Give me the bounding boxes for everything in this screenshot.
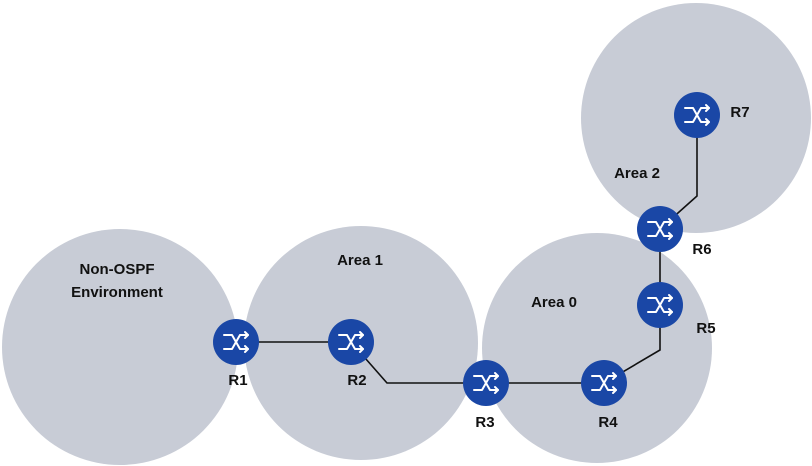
router-r7-label: R7 xyxy=(730,104,749,121)
router-r4-label: R4 xyxy=(598,414,618,431)
area-0-circle xyxy=(482,233,712,463)
area-0-label: Area 0 xyxy=(531,294,577,311)
router-switch-icon xyxy=(473,372,499,394)
router-r2[interactable] xyxy=(328,319,374,365)
router-r7[interactable] xyxy=(674,92,720,138)
area-1-label: Area 1 xyxy=(337,252,383,269)
router-r5-label: R5 xyxy=(696,320,715,337)
router-switch-icon xyxy=(647,294,673,316)
area-non-ospf-circle xyxy=(2,229,238,465)
router-r3[interactable] xyxy=(463,360,509,406)
router-switch-icon xyxy=(591,372,617,394)
area-non-ospf-label-line-2: Environment xyxy=(71,284,163,301)
router-r2-label: R2 xyxy=(347,372,366,389)
router-r4[interactable] xyxy=(581,360,627,406)
router-r5[interactable] xyxy=(637,282,683,328)
area-non-ospf-label-line-1: Non-OSPF xyxy=(80,261,155,278)
router-switch-icon xyxy=(223,331,249,353)
area-2-label: Area 2 xyxy=(614,165,660,182)
router-r6[interactable] xyxy=(637,206,683,252)
router-switch-icon xyxy=(684,104,710,126)
router-r1[interactable] xyxy=(213,319,259,365)
router-r1-label: R1 xyxy=(228,372,247,389)
router-r3-label: R3 xyxy=(475,414,494,431)
router-switch-icon xyxy=(647,218,673,240)
router-r6-label: R6 xyxy=(692,241,711,258)
router-switch-icon xyxy=(338,331,364,353)
